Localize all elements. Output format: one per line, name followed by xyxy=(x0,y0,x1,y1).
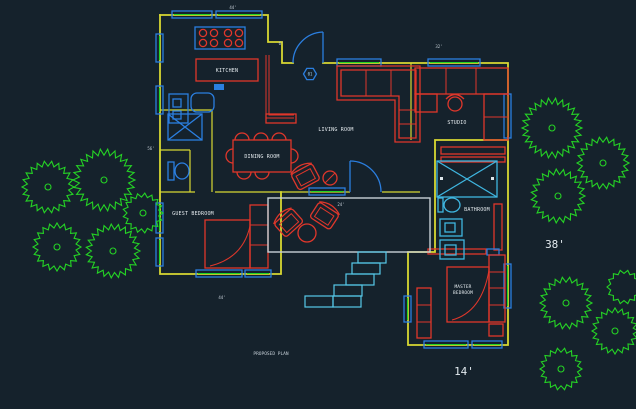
entry-door-tag-label: 01 xyxy=(308,72,313,77)
patio-deck xyxy=(267,197,431,253)
tree-icon xyxy=(85,222,142,280)
tree-icon xyxy=(31,221,83,273)
window xyxy=(155,237,164,267)
bathroom-closet-shelf xyxy=(440,156,506,163)
dim-top: 44' xyxy=(229,5,236,10)
tree-icon xyxy=(575,136,631,190)
window xyxy=(171,10,213,19)
bathroom-cabinet xyxy=(493,203,503,251)
master-bed xyxy=(446,254,506,323)
bathtub xyxy=(436,160,498,198)
tree-trunk xyxy=(53,243,61,251)
kitchen-island: KITCHEN xyxy=(195,58,259,82)
master-bedroom-label-2: BEDROOM xyxy=(453,290,473,296)
window xyxy=(423,340,469,349)
dim-left: 56' xyxy=(147,146,154,151)
tree-trunk xyxy=(139,209,147,217)
living-sofa xyxy=(336,65,421,143)
window xyxy=(215,10,263,19)
kitchen-stove xyxy=(194,26,246,50)
living-patio-door xyxy=(349,160,382,193)
window xyxy=(308,187,346,196)
tree-icon xyxy=(606,269,636,305)
master-closet xyxy=(416,287,432,339)
window xyxy=(471,340,503,349)
bathroom-label: BATHROOM xyxy=(464,207,490,213)
studio-chair xyxy=(445,93,465,112)
window xyxy=(155,33,164,63)
dim-right-38: 38' xyxy=(545,238,565,251)
patio-round-table xyxy=(297,223,317,243)
studio-desk xyxy=(414,67,509,141)
window xyxy=(155,85,164,115)
tree-trunk xyxy=(100,176,108,184)
living-armchair xyxy=(290,162,320,191)
bathroom-closet-shelf xyxy=(440,146,506,155)
bathroom-toilet xyxy=(437,197,461,213)
window xyxy=(427,58,481,67)
tree-trunk xyxy=(44,183,52,191)
console-table xyxy=(265,113,297,124)
dim-entry: 6' xyxy=(279,41,284,46)
guest-bedroom-label: GUEST BEDROOM xyxy=(172,211,214,217)
entry-door-tag: 01 xyxy=(302,67,318,81)
living-side-table xyxy=(322,170,338,186)
master-bench xyxy=(488,323,504,337)
guest-bed xyxy=(204,204,269,269)
bathroom-sink xyxy=(439,239,465,260)
kitchen-sink xyxy=(214,84,224,90)
wc-toilet xyxy=(167,161,190,181)
entry-door xyxy=(292,31,324,64)
studio-label: STUDIO xyxy=(447,120,466,126)
tree-icon xyxy=(538,276,594,330)
kitchen-oven-cabinet xyxy=(168,93,189,124)
dim-guest-bottom: 44' xyxy=(218,295,225,300)
interior-walls xyxy=(160,63,420,193)
dim-top-right: 32' xyxy=(435,44,442,49)
dim-patio: 24' xyxy=(337,202,344,207)
refrigerator xyxy=(167,113,203,141)
tree-icon xyxy=(20,160,76,214)
tree-icon xyxy=(590,306,636,356)
plan-title: PROPOSED PLAN xyxy=(253,351,289,357)
kitchen-cabinet xyxy=(190,92,215,113)
dim-bottom-14: 14' xyxy=(454,365,474,378)
tree-trunk xyxy=(562,299,570,307)
dining-table: DINING ROOM xyxy=(225,132,299,180)
living-room-label: LIVING ROOM xyxy=(318,127,353,133)
window xyxy=(403,295,412,323)
trees-group xyxy=(20,96,636,391)
kitchen-label: KITCHEN xyxy=(216,68,238,74)
tree-trunk xyxy=(554,192,562,200)
window xyxy=(503,263,512,309)
master-bedroom-label-1: MASTER xyxy=(454,284,471,290)
tree-trunk xyxy=(599,159,607,167)
patio-armchair xyxy=(309,201,341,230)
tree-icon xyxy=(122,192,164,234)
tree-icon xyxy=(530,167,587,225)
window xyxy=(244,269,272,278)
patio-armchair xyxy=(273,207,304,237)
tree-trunk xyxy=(557,365,565,373)
window xyxy=(195,269,243,278)
tree-trunk xyxy=(611,327,619,335)
tree-icon xyxy=(538,347,584,391)
tree-icon xyxy=(71,147,137,213)
tree-icon xyxy=(520,96,584,160)
staircase xyxy=(304,251,387,308)
bathroom-sink xyxy=(439,218,463,237)
tree-trunk xyxy=(109,247,117,255)
tree-trunk xyxy=(548,124,556,132)
dining-room-label: DINING ROOM xyxy=(244,154,279,160)
